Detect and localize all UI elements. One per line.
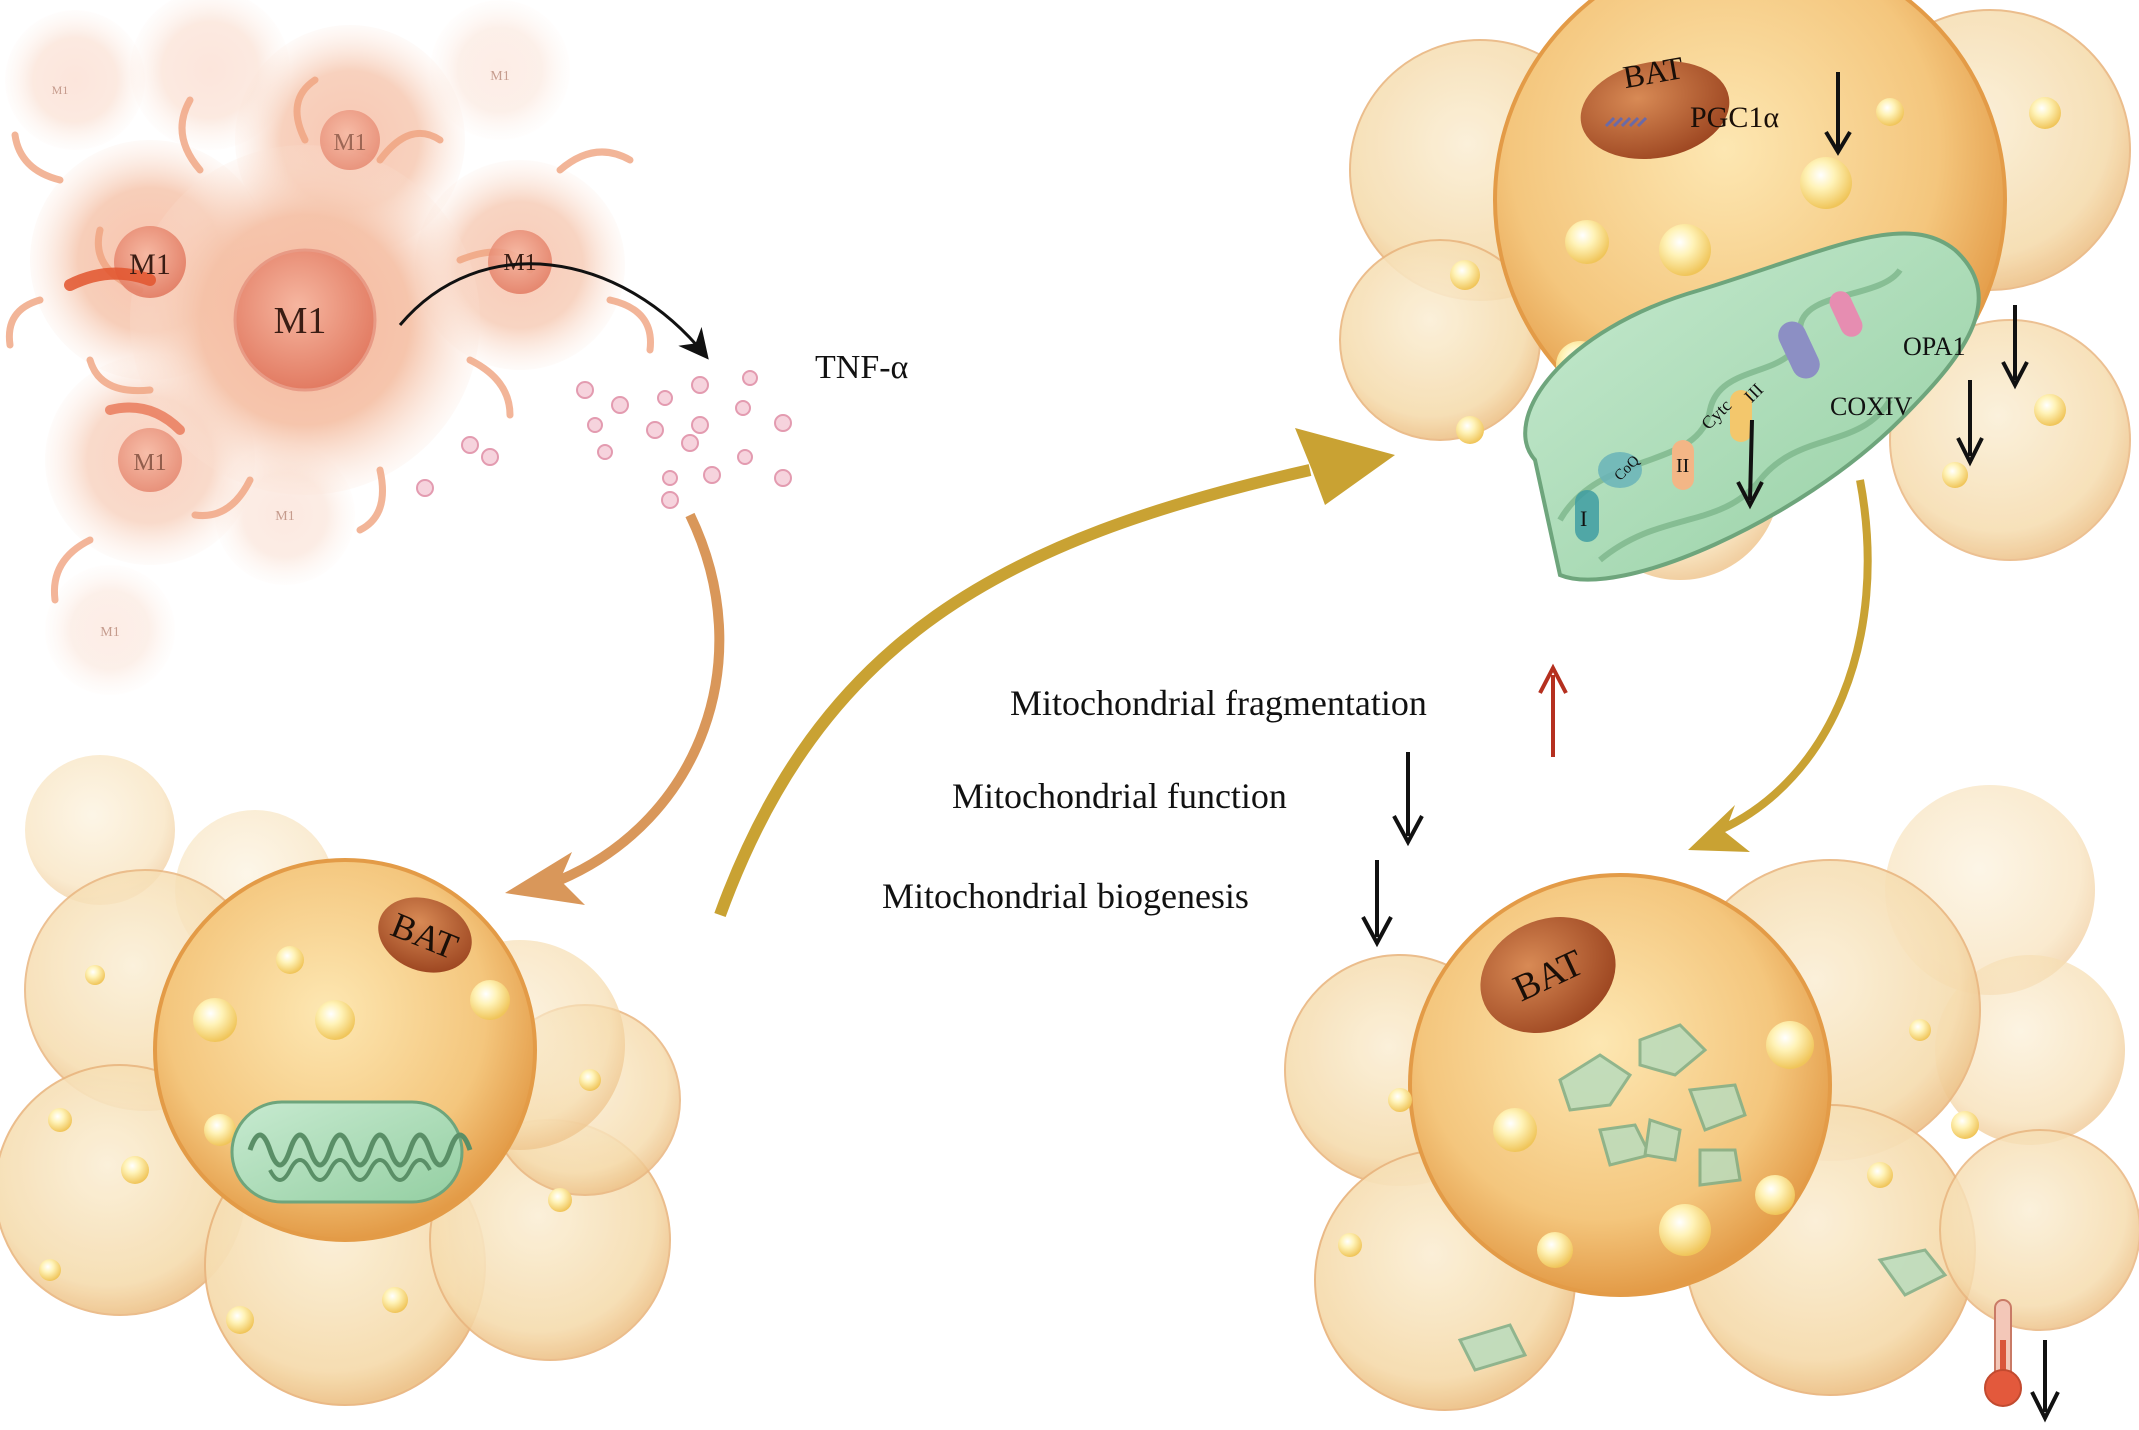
pgc1a-down-arrow: [1824, 72, 1852, 156]
m1-cell-label: M1: [100, 625, 119, 640]
bat-cluster-bottom-left: [0, 755, 681, 1406]
tnf-alpha-dots: [416, 370, 792, 509]
complex-i-label: I: [1580, 506, 1587, 531]
complex-ii-label: II: [1676, 455, 1689, 477]
temperature-down-arrow: [2030, 1340, 2060, 1423]
coxiv-label: COXIV: [1830, 392, 1913, 421]
cytc-down-arrow: [1736, 419, 1764, 510]
pgc1a-label: PGC1α: [1690, 101, 1779, 134]
effect-label: Mitochondrial biogenesis: [882, 876, 1249, 916]
effect-label: Mitochondrial fragmentation: [1010, 683, 1427, 723]
bat-cluster-bottom-right: [1284, 785, 2139, 1423]
bat-cluster-top-right: [1339, 0, 2131, 582]
macrophage-cluster: [5, 0, 654, 695]
healthy-mitochondrion: [230, 1100, 473, 1204]
opa1-down-arrow: [2001, 305, 2029, 390]
m1-cell-label: M1: [490, 69, 509, 84]
arrow-to-top-right: [714, 464, 1312, 918]
up-arrow: [1538, 663, 1568, 757]
tnf-alpha-label: TNF-α: [815, 349, 909, 386]
arrow-to-bat: [558, 512, 725, 885]
detailed-mitochondrion: [1523, 231, 1981, 582]
thermometer-icon: [1984, 1299, 2022, 1407]
secretion-arrow: [398, 262, 709, 360]
arrow-to-bat-head: [505, 852, 585, 905]
m1-cell-label: M1: [52, 83, 69, 97]
down-arrow: [1361, 860, 1393, 948]
arrow-to-bottom-right: [1718, 479, 1872, 834]
m1-cell-label: M1: [275, 509, 294, 524]
opa1-label: OPA1: [1903, 332, 1966, 361]
arrow-to-top-right-head: [1295, 428, 1395, 505]
m1-cell-label: M1: [333, 130, 366, 156]
coxiv-down-arrow: [1956, 380, 1984, 467]
m1-main-label: M1: [274, 300, 327, 342]
effects-list: Mitochondrial fragmentation Mitochondria…: [882, 663, 1568, 948]
effect-label: Mitochondrial function: [952, 776, 1287, 816]
m1-cell-label: M1: [133, 450, 166, 476]
dna-icon: [1604, 116, 1648, 128]
down-arrow: [1392, 752, 1424, 847]
arrow-to-bottom-right-head: [1688, 805, 1750, 852]
m1-cell-label: M1: [129, 248, 171, 281]
fragmented-mitochondria: [1457, 1023, 1948, 1372]
